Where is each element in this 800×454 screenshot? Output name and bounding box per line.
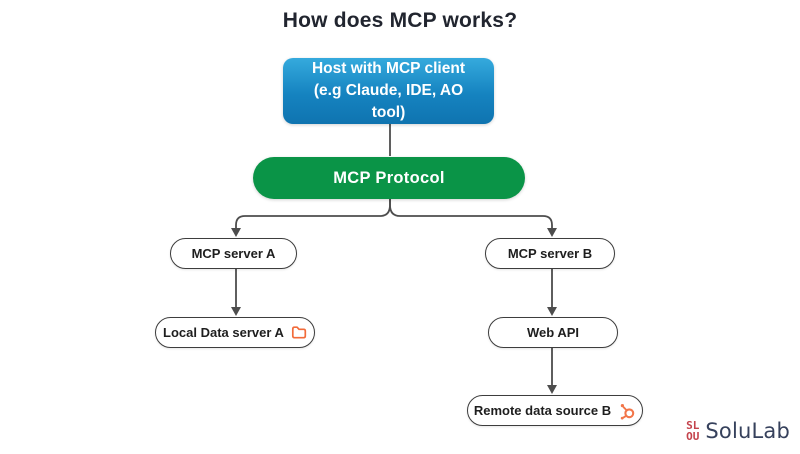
arrowhead-local-data xyxy=(231,307,241,316)
node-mcp-protocol: MCP Protocol xyxy=(253,157,525,199)
solulab-logo: SL OU SoluLab xyxy=(686,414,790,448)
node-local-data-server-a: Local Data server A xyxy=(155,317,315,348)
node-server-a-label: MCP server A xyxy=(191,246,276,261)
node-remote-source-label: Remote data source B xyxy=(473,403,612,418)
arrowhead-web-api xyxy=(547,307,557,316)
node-web-api: Web API xyxy=(488,317,618,348)
node-mcp-server-a: MCP server A xyxy=(170,238,297,269)
arrowhead-server-a xyxy=(231,228,241,237)
solulab-logo-text: SoluLab xyxy=(705,419,790,443)
node-mcp-server-b: MCP server B xyxy=(485,238,615,269)
solulab-mark-icon: SL OU xyxy=(686,420,699,442)
node-web-api-label: Web API xyxy=(526,325,579,340)
connector-fork-right xyxy=(389,199,553,229)
solulab-mark-row-top: SL xyxy=(686,419,700,432)
diagram-title: How does MCP works? xyxy=(282,9,518,32)
hubspot-sprocket-icon xyxy=(618,402,636,420)
node-protocol-label: MCP Protocol xyxy=(333,168,445,187)
folder-icon xyxy=(291,325,307,340)
node-host-with-mcp-client: Host with MCP client (e.g Claude, IDE, A… xyxy=(283,58,494,124)
node-remote-data-source-b: Remote data source B xyxy=(467,395,643,426)
node-local-data-label: Local Data server A xyxy=(163,325,284,340)
solulab-mark-row-bottom: OU xyxy=(686,430,700,443)
connector-fork-left xyxy=(235,199,391,229)
arrowhead-server-b xyxy=(547,228,557,237)
node-server-b-label: MCP server B xyxy=(507,246,593,261)
node-host-label: Host with MCP client (e.g Claude, IDE, A… xyxy=(311,60,465,121)
arrowhead-remote-source xyxy=(547,385,557,394)
